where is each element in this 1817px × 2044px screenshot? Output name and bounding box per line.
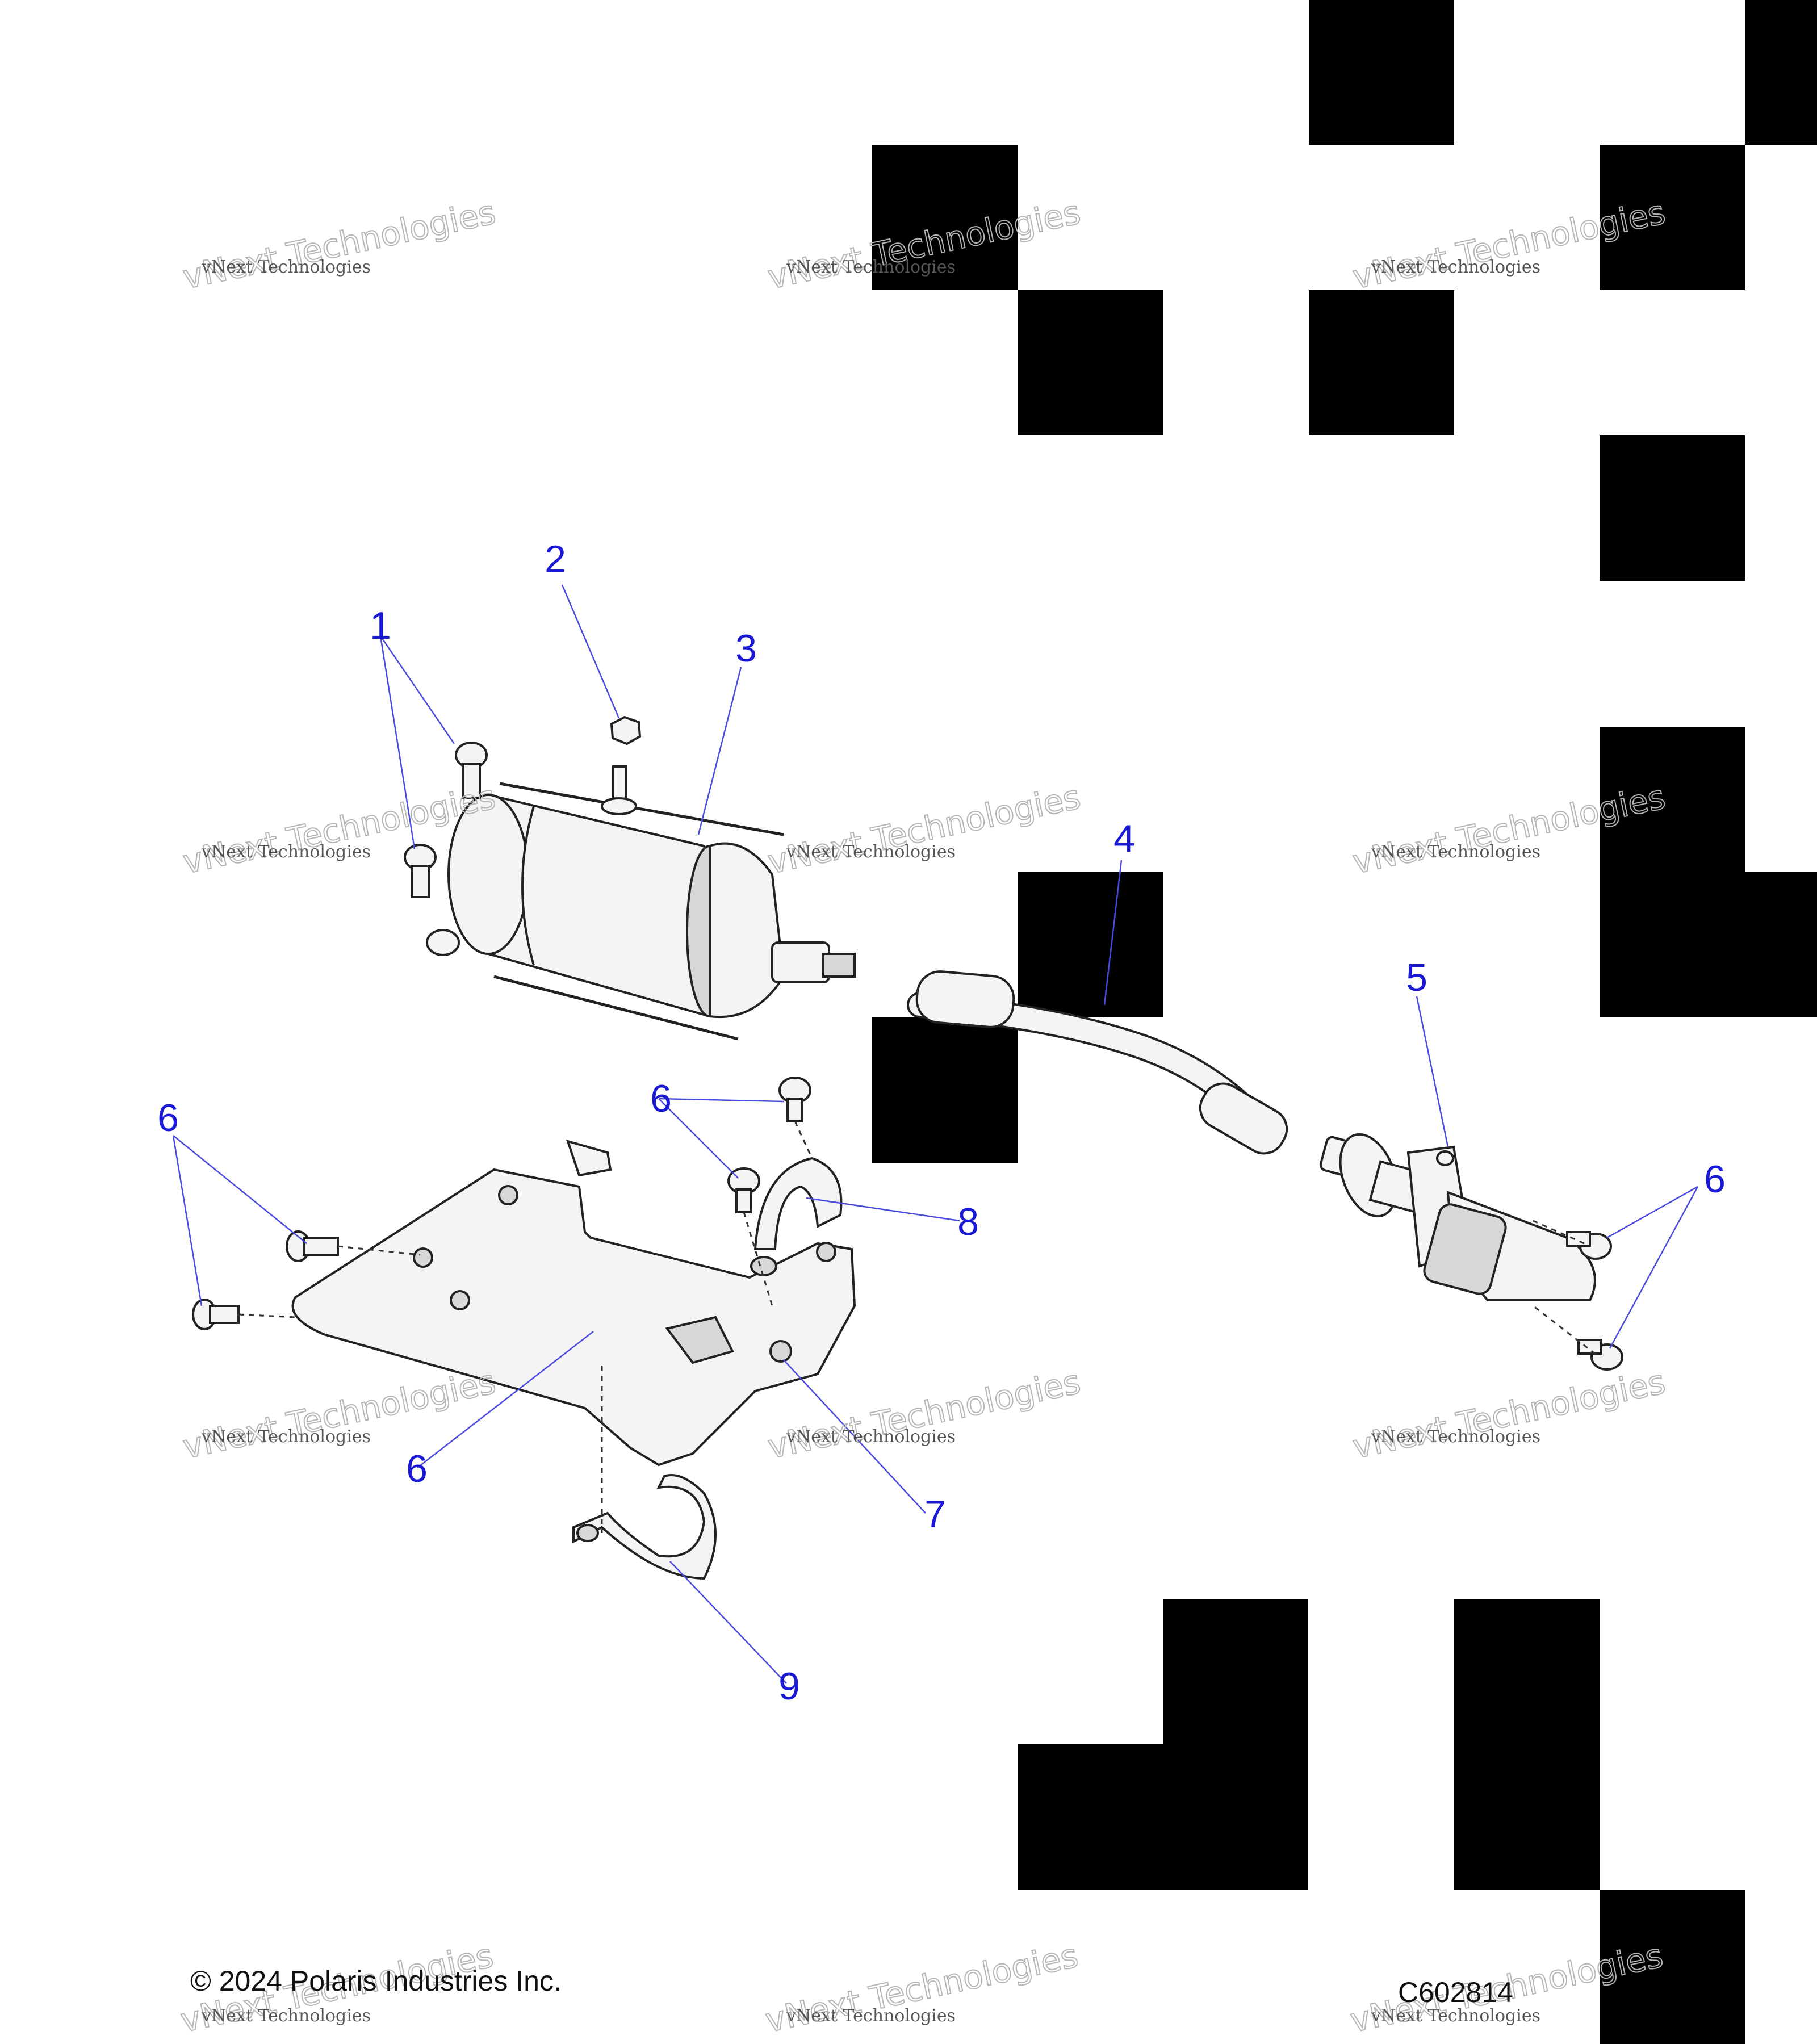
callout-4: 4 [1113,817,1135,860]
callout-6: 6 [650,1077,672,1120]
assembly-lines [238,1121,1596,1533]
screws-item-1 [404,742,488,898]
callout-7: 7 [924,1493,946,1536]
clamp-item-8 [750,1157,843,1276]
callout-6: 6 [406,1447,428,1490]
nut-item-2 [610,715,642,745]
watermark-text: vNext Technologies [786,842,956,862]
watermark-text: vNext Technologies [201,2006,371,2026]
redaction-block [1600,1890,1745,2044]
figure-id: C602814 [1398,1976,1513,2008]
callout-6: 6 [1704,1158,1726,1201]
redaction-blocks [872,0,1817,2044]
callout-3: 3 [735,627,757,670]
redaction-block [1454,1744,1600,1890]
watermark: vNext Technologies vNext Technologies [761,1936,1082,2041]
watermark-text: vNext Technologies [1371,2006,1540,2026]
callout-9: 9 [778,1665,800,1708]
starter-motor [426,765,856,1041]
redaction-block [1600,435,1745,581]
watermark: vNext Technologies vNext Technologies [764,1362,1084,1467]
redaction-block [1018,1744,1308,1890]
redaction-block [1454,1599,1600,1744]
cable-item-4 [907,970,1288,1155]
redaction-block [1018,872,1163,1017]
redaction-block [872,145,1018,290]
redaction-block [1309,0,1454,145]
callout-labels: 1 2 3 4 5 6 6 6 6 7 8 9 [157,538,1726,1708]
watermark-text: vNext Technologies [786,257,956,277]
watermark-logo: vNext Technologies [764,777,1083,881]
drive-assembly-item-5 [1319,1133,1596,1301]
redaction-block [1745,0,1817,145]
watermark-text: vNext Technologies [201,1427,371,1447]
copyright-text: © 2024 Polaris Industries Inc. [190,1965,562,1997]
watermark-text: vNext Technologies [201,257,371,277]
redaction-block [1600,145,1745,290]
callout-5: 5 [1406,956,1427,999]
watermark-text: vNext Technologies [1371,257,1540,277]
watermark: vNext Technologies vNext Technologies [179,192,499,297]
callout-2: 2 [545,538,566,581]
redaction-block [872,1017,1018,1163]
watermark-text: vNext Technologies [1371,842,1540,862]
watermark-text: vNext Technologies [1371,1427,1540,1447]
callout-1: 1 [370,604,391,647]
redaction-block [1600,872,1817,1017]
redaction-block [1600,727,1745,872]
redaction-block [1309,290,1454,435]
watermark-logo: vNext Technologies [179,192,499,296]
watermark-logo: vNext Technologies [179,1362,499,1466]
redaction-block [1018,290,1163,435]
watermark-logo: vNext Technologies [1349,1362,1668,1466]
watermark: vNext Technologies vNext Technologies [179,1362,499,1467]
strap-item-9 [572,1474,717,1580]
callout-6: 6 [157,1096,179,1140]
leader-lines [172,584,1699,1684]
mount-bracket-item-7 [291,1140,856,1467]
redaction-block [1163,1599,1308,1744]
watermark-logo: vNext Technologies [764,1362,1083,1466]
watermark-text: vNext Technologies [201,842,371,862]
watermark: vNext Technologies vNext Technologies [1349,1362,1669,1467]
watermark-text: vNext Technologies [786,2006,956,2026]
callout-8: 8 [957,1200,979,1243]
watermark-text: vNext Technologies [786,1427,956,1447]
